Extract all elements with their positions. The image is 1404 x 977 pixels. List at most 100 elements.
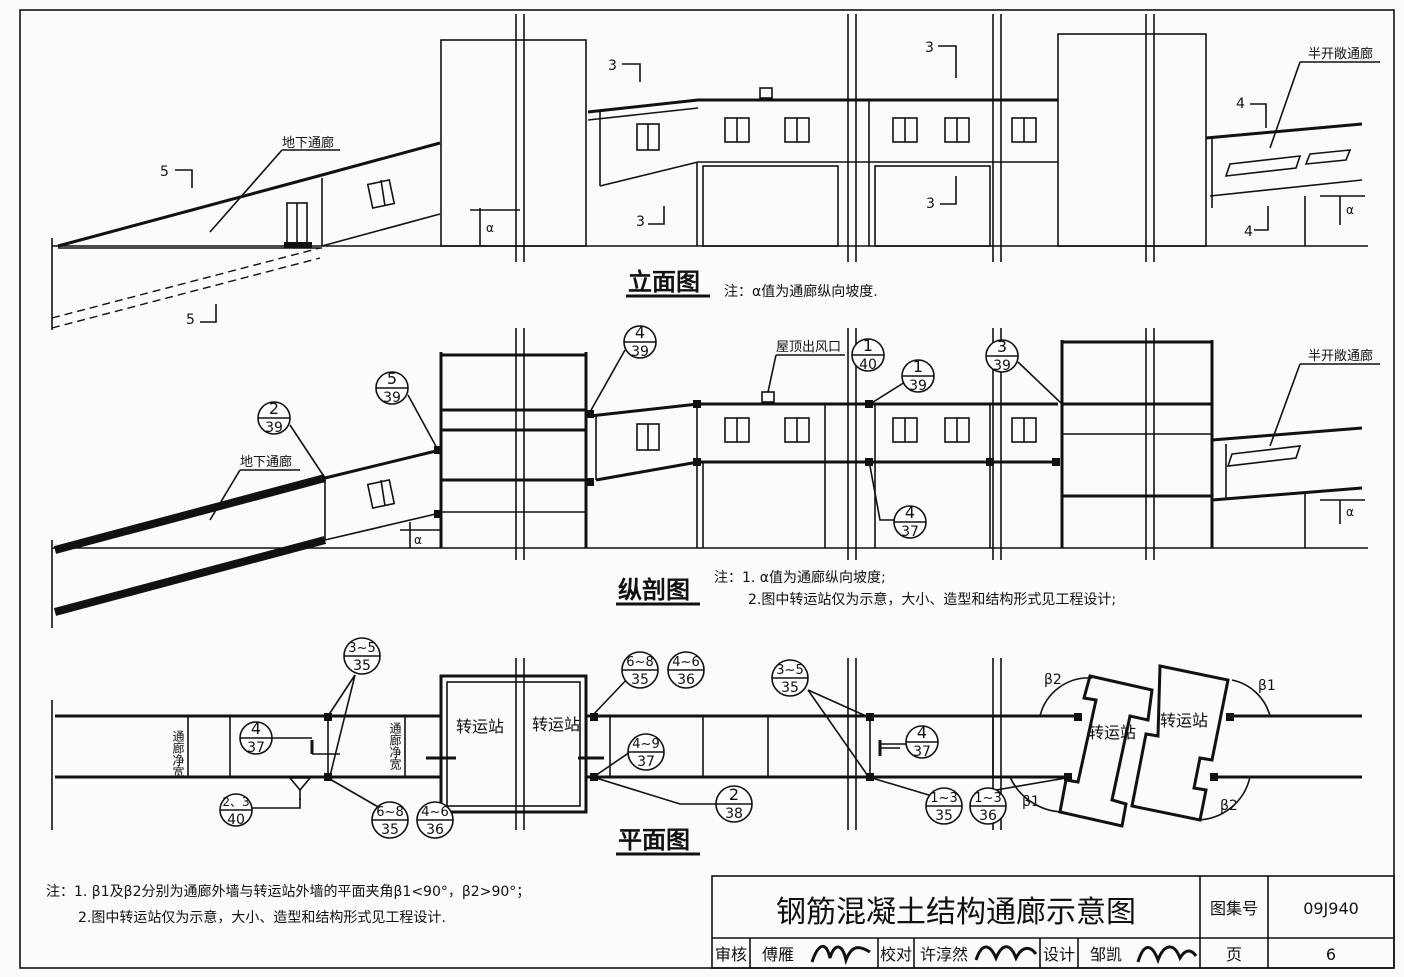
alpha-label: α xyxy=(486,221,494,235)
clear-width-label: 通廊净宽 xyxy=(171,730,185,779)
svg-text:40: 40 xyxy=(859,357,877,373)
roof-vent-label: 屋顶出风口 xyxy=(776,340,841,355)
beta2-label: β2 xyxy=(1220,798,1238,814)
svg-text:5: 5 xyxy=(387,369,397,388)
roof-vent-icon xyxy=(759,87,773,99)
svg-text:35: 35 xyxy=(781,680,799,696)
cut-mark-5: 5 xyxy=(160,164,169,180)
section-title: 纵剖图 xyxy=(618,576,690,604)
ref-bubble: 2、3 40 xyxy=(219,793,301,828)
ref-bubble: 4 37 xyxy=(239,719,312,756)
station-3-plan xyxy=(1130,664,1230,822)
ref-bubble: 3 39 xyxy=(985,337,1063,405)
cut-mark-3: 3 xyxy=(608,58,617,74)
svg-text:35: 35 xyxy=(381,822,399,838)
ref-bubble: 6~8 35 xyxy=(591,651,659,717)
svg-text:3~5: 3~5 xyxy=(776,663,803,678)
title-block: 钢筋混凝土结构通廊示意图 图集号 09J940 页 6 审核 傅雁 校对 许淳然… xyxy=(711,875,1395,969)
section-note-line: 注：1. α值为通廊纵向坡度; xyxy=(714,569,886,586)
atlas-number: 09J940 xyxy=(1303,899,1359,918)
station-1-elevation xyxy=(440,39,587,247)
beta2-label: β2 xyxy=(1044,672,1062,688)
ref-bubble: 4~6 36 xyxy=(667,651,705,689)
station-label: 转运站 xyxy=(1088,723,1136,742)
elevation-view: α xyxy=(51,14,1380,330)
svg-text:38: 38 xyxy=(725,806,743,822)
svg-text:37: 37 xyxy=(901,524,919,540)
ref-bubble: 4 37 xyxy=(880,723,939,760)
svg-text:39: 39 xyxy=(993,358,1011,374)
plan-view: 通廊净宽 通廊净宽 转运站 转运站 xyxy=(51,637,1362,856)
beta1-label: β1 xyxy=(1022,794,1040,810)
svg-text:37: 37 xyxy=(247,740,265,756)
cut-mark-5: 5 xyxy=(186,312,195,328)
designer-name: 邹凯 xyxy=(1090,945,1122,964)
ref-bubble: 4~9 37 xyxy=(591,733,665,779)
svg-text:4: 4 xyxy=(905,503,915,522)
svg-text:3~5: 3~5 xyxy=(348,641,375,656)
window-icon xyxy=(366,479,396,509)
svg-text:35: 35 xyxy=(631,672,649,688)
svg-text:1: 1 xyxy=(863,336,873,355)
svg-text:39: 39 xyxy=(631,344,649,360)
reviewer-name: 傅雁 xyxy=(762,945,794,964)
svg-text:37: 37 xyxy=(913,744,931,760)
svg-text:1: 1 xyxy=(913,357,923,376)
reviewer-signature xyxy=(810,945,871,966)
ref-bubble: 1~3 35 xyxy=(871,777,963,825)
plan-title: 平面图 xyxy=(618,826,690,854)
ref-bubble: 1 40 xyxy=(851,336,885,373)
svg-text:4: 4 xyxy=(917,723,927,742)
roof-vent-icon xyxy=(761,391,775,403)
ref-bubble: 2 39 xyxy=(257,399,326,479)
alpha-label: α xyxy=(1346,505,1354,519)
svg-text:1~3: 1~3 xyxy=(930,791,957,806)
general-note-line: 注：1. β1及β2分别为通廊外墙与转运站外墙的平面夹角β1<90°，β2>90… xyxy=(46,883,530,900)
checker-name: 许淳然 xyxy=(920,945,968,964)
svg-text:2: 2 xyxy=(269,399,279,418)
check-role-label: 校对 xyxy=(880,945,912,964)
ref-bubble: 4 39 xyxy=(589,323,657,413)
svg-text:6~8: 6~8 xyxy=(376,805,403,820)
svg-text:39: 39 xyxy=(383,390,401,406)
underground-gallery-label: 地下通廊 xyxy=(240,454,292,470)
ref-bubble: 4~6 36 xyxy=(416,801,454,839)
cut-mark-4: 4 xyxy=(1236,96,1245,112)
cut-mark-3: 3 xyxy=(926,196,935,212)
svg-text:4: 4 xyxy=(251,719,261,738)
svg-text:4~9: 4~9 xyxy=(632,737,659,752)
section-view: α xyxy=(51,323,1380,628)
window-icon xyxy=(366,179,396,209)
svg-text:4: 4 xyxy=(635,323,645,342)
svg-text:36: 36 xyxy=(979,808,997,824)
station-label: 转运站 xyxy=(532,715,580,734)
clear-width-label: 通廊净宽 xyxy=(388,722,402,771)
ref-bubble: 4 37 xyxy=(869,465,927,540)
svg-text:2: 2 xyxy=(729,785,739,804)
checker-signature xyxy=(974,945,1038,962)
cut-mark-4: 4 xyxy=(1244,224,1253,240)
svg-text:6~8: 6~8 xyxy=(626,655,653,670)
svg-text:1~3: 1~3 xyxy=(974,791,1001,806)
svg-text:39: 39 xyxy=(909,378,927,394)
page-label: 页 xyxy=(1226,945,1242,964)
ref-bubble: 1 39 xyxy=(869,357,935,405)
svg-text:4~6: 4~6 xyxy=(672,655,699,670)
alpha-label: α xyxy=(1346,203,1354,217)
designer-signature xyxy=(1136,945,1198,965)
section-note-line: 2.图中转运站仅为示意，大小、造型和结构形式见工程设计; xyxy=(748,591,1116,608)
cut-mark-3: 3 xyxy=(925,40,934,56)
svg-text:35: 35 xyxy=(935,808,953,824)
ref-bubble: 3~5 35 xyxy=(327,637,381,777)
semi-open-gallery-label: 半开敞通廊 xyxy=(1308,348,1373,364)
elevation-note: 注：α值为通廊纵向坡度. xyxy=(724,283,878,300)
station-1-plan xyxy=(439,674,588,814)
semi-open-gallery-label: 半开敞通廊 xyxy=(1308,46,1373,62)
beta1-label: β1 xyxy=(1258,678,1276,694)
review-role-label: 审核 xyxy=(715,945,747,964)
drawing-title: 钢筋混凝土结构通廊示意图 xyxy=(776,895,1136,930)
cut-mark-3: 3 xyxy=(636,214,645,230)
design-role-label: 设计 xyxy=(1043,945,1075,964)
